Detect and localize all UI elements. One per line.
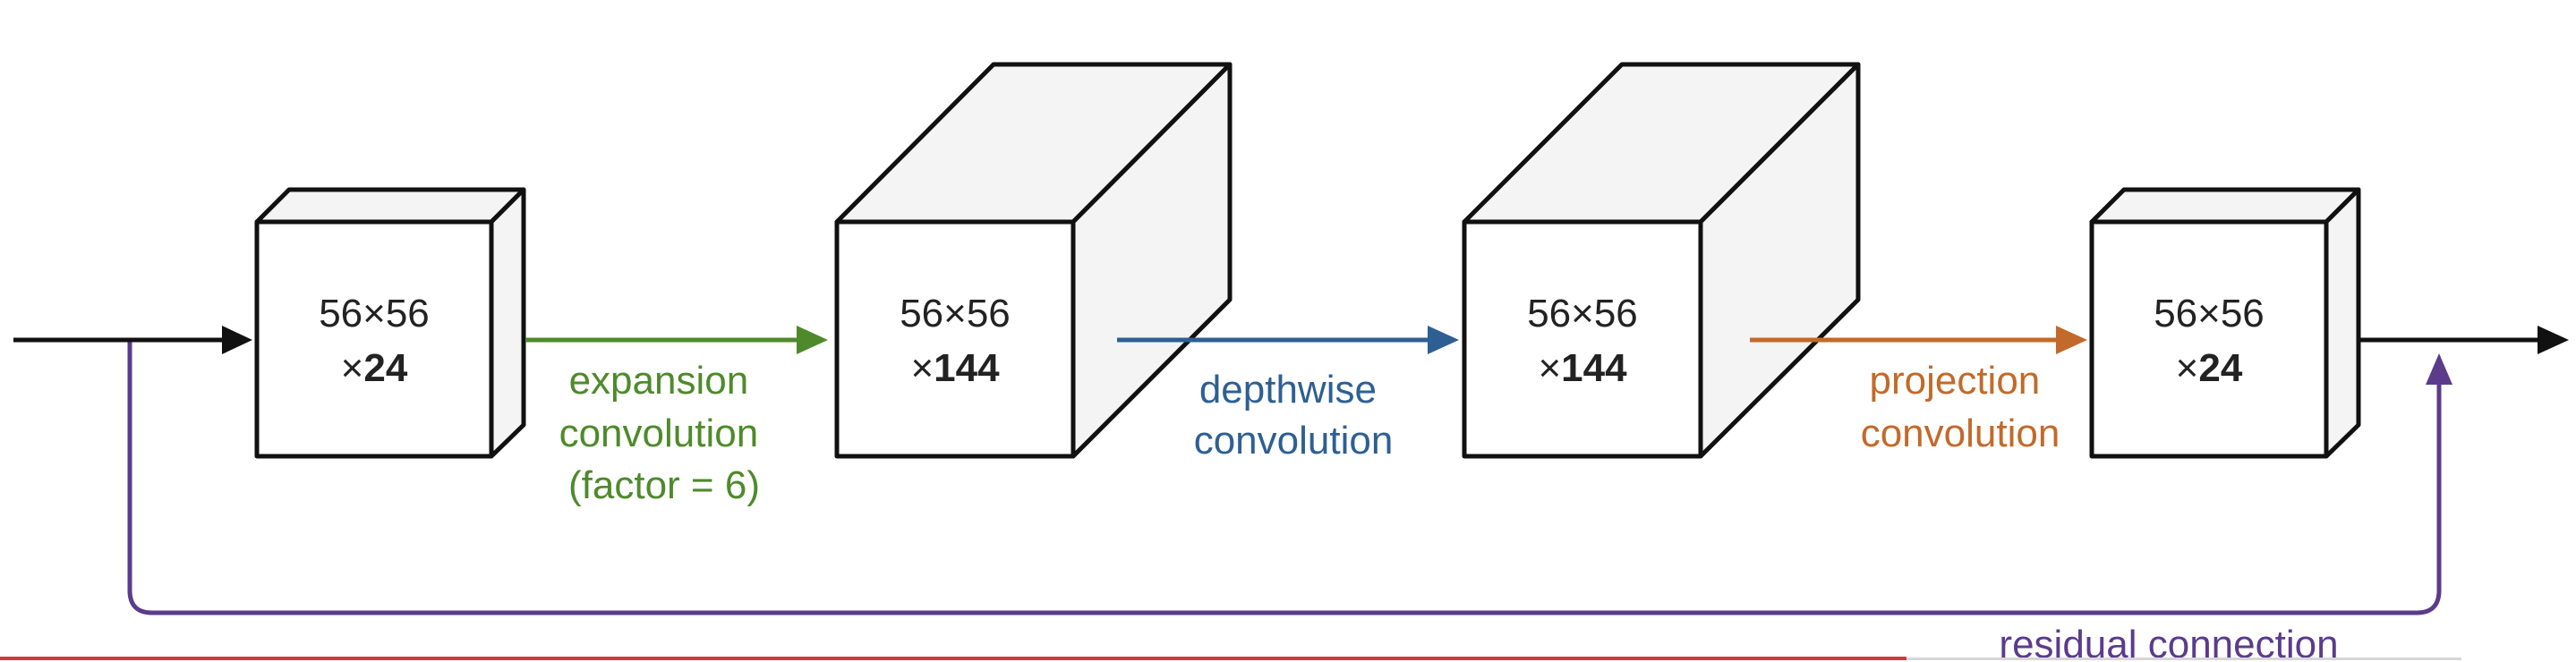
residual-connection-line bbox=[127, 340, 2442, 615]
block-2-dims: 56×56 bbox=[900, 292, 1011, 335]
residual-arrowhead bbox=[2426, 353, 2452, 385]
block-1-channels: ×24 bbox=[341, 346, 408, 390]
feature-map-block-3: 56×56 ×144 bbox=[1462, 62, 1861, 459]
bottom-rule-red bbox=[0, 657, 1906, 660]
output-arrowhead bbox=[2538, 326, 2569, 354]
block-4-dims: 56×56 bbox=[2154, 292, 2265, 335]
depthwise-label: depthwise convolution bbox=[1194, 368, 1394, 463]
feature-map-block-1: 56×56 ×24 bbox=[254, 187, 526, 459]
block-3-channels: ×144 bbox=[1538, 346, 1627, 390]
projection-label: projection convolution bbox=[1861, 359, 2060, 455]
residual-connection-label: residual connection bbox=[1999, 623, 2338, 662]
depthwise-arrowhead bbox=[1428, 326, 1459, 354]
feature-map-block-2: 56×56 ×144 bbox=[834, 62, 1233, 459]
expansion-label: expansion convolution (factor = 6) bbox=[559, 359, 770, 507]
block-2-channels: ×144 bbox=[910, 346, 1000, 390]
input-arrowhead bbox=[222, 326, 252, 354]
block-4-channels: ×24 bbox=[2176, 346, 2243, 390]
feature-map-block-4: 56×56 ×24 bbox=[2089, 187, 2361, 459]
projection-arrowhead bbox=[2056, 326, 2087, 354]
expansion-arrowhead bbox=[797, 326, 828, 354]
bottom-rule-gray bbox=[1906, 658, 2461, 660]
block-3-dims: 56×56 bbox=[1527, 292, 1638, 335]
block-1-dims: 56×56 bbox=[319, 292, 430, 335]
